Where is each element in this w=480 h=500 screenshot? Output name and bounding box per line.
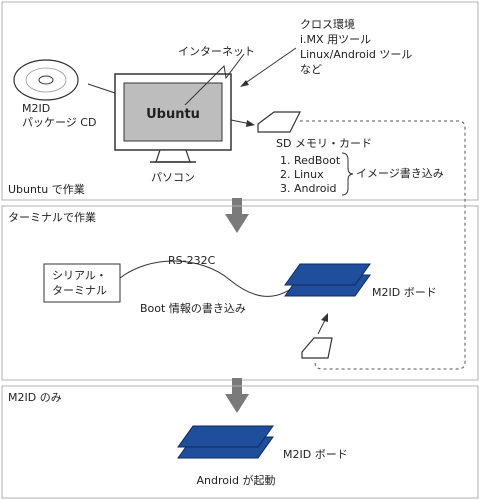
tools-arrowhead: [240, 80, 249, 87]
board-label-bottom: M2ID ボード: [283, 448, 348, 461]
section-label-m2id: M2ID のみ: [8, 391, 62, 404]
rs232c-cable: [119, 260, 301, 297]
tools-line4: など: [300, 63, 322, 76]
tools-arrow: [243, 47, 297, 85]
monitor-screen-label: Ubuntu: [146, 107, 200, 122]
image-item-redboot: 1. RedBoot: [280, 154, 341, 167]
m2id-section-frame: [1, 385, 479, 499]
sd-card-icon: [257, 111, 301, 133]
section-label-ubuntu: Ubuntu で作業: [8, 183, 85, 196]
m2id-board-icon: [284, 263, 371, 297]
serial-terminal-line2: ターミナル: [52, 284, 107, 297]
rs232c-label: RS-232C: [168, 254, 216, 267]
cd-label-line1: M2ID: [22, 102, 50, 115]
sd-card-icon-small: [301, 337, 333, 359]
image-item-linux: 2. Linux: [280, 168, 324, 181]
internet-label: インターネット: [178, 45, 255, 58]
sd-insert-arrowhead: [321, 313, 328, 322]
tools-line3: Linux/Android ツール: [300, 48, 412, 61]
flow-arrow-2: [225, 378, 249, 413]
internet-lightning: [184, 53, 245, 106]
sd-transfer-dashed-path: [300, 120, 466, 370]
image-list-brace: [341, 152, 354, 196]
pc-to-sd-arrowhead: [246, 120, 255, 127]
section-label-terminal: ターミナルで作業: [8, 211, 96, 224]
serial-terminal-line1: シリアル・: [52, 269, 107, 282]
boot-write-label: Boot 情報の書き込み: [140, 301, 246, 315]
pc-label: パソコン: [151, 171, 195, 184]
tools-line2: i.MX 用ツール: [300, 33, 371, 46]
tools-line1: クロス環境: [300, 17, 355, 31]
serial-terminal-box: [43, 263, 121, 303]
image-item-android: 3. Android: [280, 182, 337, 195]
flow-arrow-1: [225, 198, 249, 233]
sd-card-label: SD メモリ・カード: [276, 137, 372, 150]
cd-label-line2: パッケージ CD: [22, 116, 96, 129]
board-label-middle: M2ID ボード: [372, 286, 437, 299]
image-write-label: イメージ書き込み: [356, 166, 444, 180]
m2id-board-icon-bottom: [177, 425, 274, 459]
cd-icon: [13, 59, 79, 101]
monitor-icon: [114, 73, 232, 163]
android-boot-label: Android が起動: [196, 473, 275, 487]
